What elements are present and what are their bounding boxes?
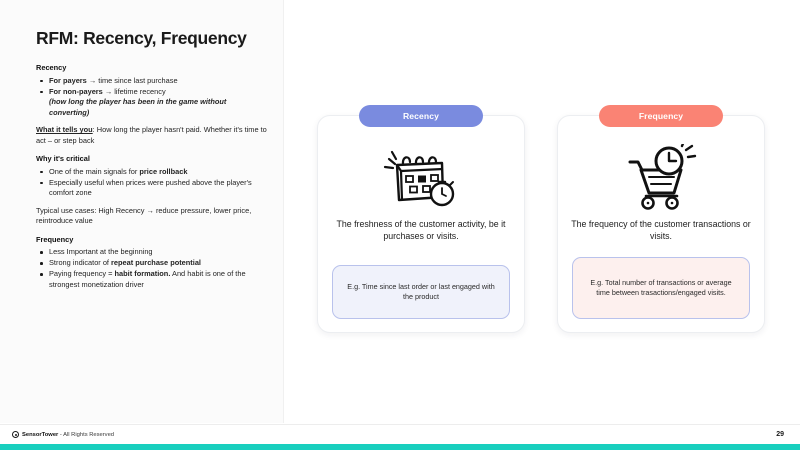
bullet-rest: → time since last purchase [86,75,178,85]
frequency-heading: Frequency [36,234,74,244]
example-box-recency: E.g. Time since last order or last engag… [332,265,510,319]
bullet-bold: For payers [49,75,87,85]
bullet-bold: price rollback [139,166,188,176]
why-critical-bullet-list: One of the main signals for price rollba… [36,167,268,199]
list-item: Paying frequency = habit formation. And … [36,269,268,290]
status-badge-recency: Recency [359,105,483,127]
card-description-recency: The freshness of the customer activity, … [336,219,506,242]
bullet-bold: repeat purchase potential [111,258,201,268]
card-description-frequency: The frequency of the customer transactio… [571,219,751,242]
bullet-post: And habit is one of the strongest moneti… [49,269,246,289]
bullet-pre: One of the main signals for [49,166,140,176]
footer: SensorTower - All Rights Reserved 29 [0,424,800,444]
list-item: Especially useful when prices were pushe… [36,178,268,199]
sensortower-logo-icon [12,431,19,438]
cards-area: Recency [284,0,800,423]
footer-brand: SensorTower - All Rights Reserved [12,431,114,438]
page-title: RFM: Recency, Frequency [36,28,247,48]
frequency-bullet-list: Less Important at the beginning Strong i… [36,247,268,290]
card-recency: Recency [317,105,525,333]
status-badge-frequency: Frequency [599,105,723,127]
tells-you-text: : How long the player hasn't paid. Wheth… [36,125,267,145]
typical-use-cases-paragraph: Typical use cases: High Recency → reduce… [36,205,252,226]
list-item: One of the main signals for price rollba… [36,167,268,178]
what-it-tells-you-paragraph: What it tells you: How long the player h… [36,125,268,146]
example-text: E.g. Time since last order or last engag… [347,281,495,301]
card-frequency: Frequency [557,105,765,333]
why-critical-heading: Why it's critical [36,154,90,164]
recency-heading: Recency [36,63,67,72]
bullet-pre: Strong indicator of [49,258,112,268]
list-item: Strong indicator of repeat purchase pote… [36,258,268,269]
list-item: Less Important at the beginning [36,247,268,258]
brand-name: SensorTower [22,431,59,438]
bottom-accent-bar [0,444,800,450]
bullet-bold: For non-payers [49,86,103,96]
bullet-pre: Especially useful when prices were pushe… [49,177,252,198]
list-item: For non-payers → lifetime recency (how l… [36,87,268,119]
calendar-clock-icon [318,142,524,214]
bullet-bold: habit formation. [114,269,171,279]
tells-you-label: What it tells you [36,125,93,135]
footer-rights: - All Rights Reserved [58,431,115,438]
left-text-panel: RFM: Recency, Frequency Recency For paye… [0,0,284,423]
left-content: Recency For payers → time since last pur… [36,63,268,291]
page-number: 29 [776,431,784,438]
example-box-frequency: E.g. Total number of transactions or ave… [572,257,750,319]
bullet-rest: → lifetime recency [102,86,166,96]
recency-bullet-list: For payers → time since last purchase Fo… [36,76,268,119]
bullet-pre: Less Important at the beginning [49,247,153,257]
footer-brand-text: SensorTower - All Rights Reserved [22,432,114,438]
example-text: E.g. Total number of transactions or ave… [590,277,732,297]
bullet-italic-note: (how long the player has been in the gam… [49,97,227,117]
list-item: For payers → time since last purchase [36,76,268,87]
bullet-pre: Paying frequency = [49,269,115,279]
shopping-cart-clock-icon [558,142,764,214]
